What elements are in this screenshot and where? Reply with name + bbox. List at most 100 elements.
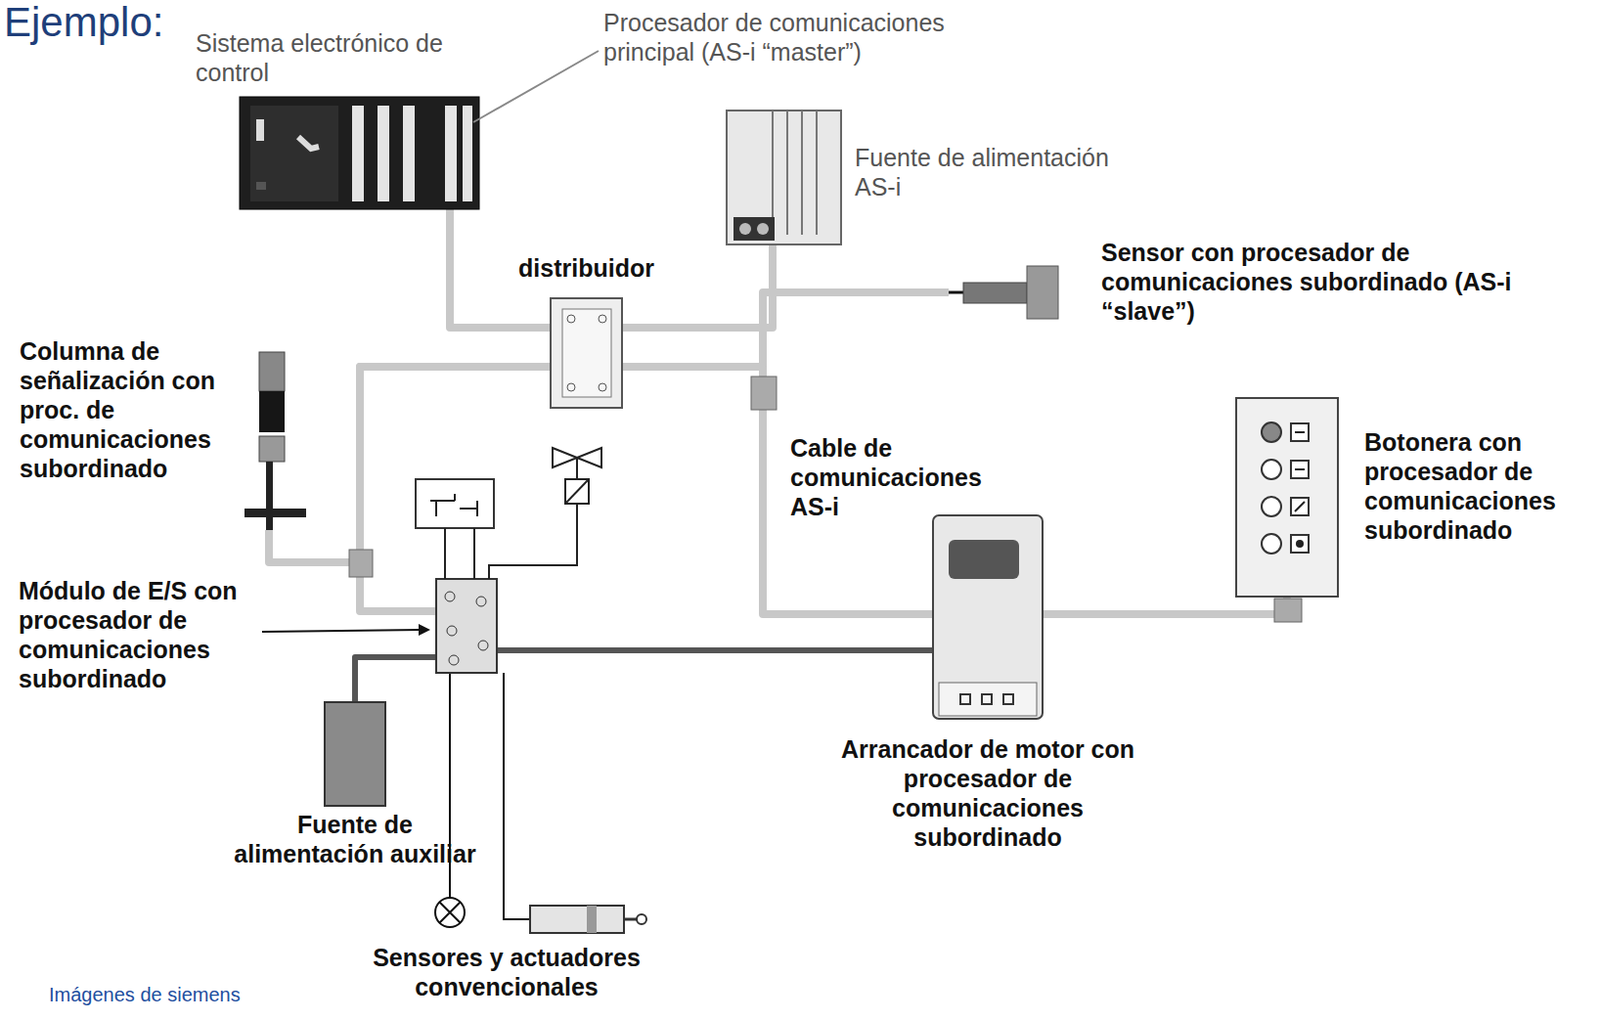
plc-rack-part	[250, 105, 339, 202]
lamp-symbol-part	[439, 901, 461, 924]
switch-symbol-part	[473, 528, 476, 579]
t-connector-part	[349, 549, 373, 578]
device-node: Sensores y actuadores convencionales	[430, 897, 648, 941]
device-label: Arrancador de motor con procesador de co…	[833, 734, 1143, 852]
push-button-panel-part	[1261, 496, 1282, 517]
cylinder-part	[623, 918, 638, 922]
signal-column	[244, 352, 307, 531]
device-node: Fuente de alimentación AS-i	[726, 110, 842, 245]
sensor-part	[1026, 266, 1059, 319]
push-button-panel-part	[1295, 539, 1304, 548]
plc-rack-part	[256, 119, 265, 141]
motor-starter	[933, 515, 1043, 719]
sensor-part	[963, 282, 1027, 304]
plc-rack-part	[352, 105, 364, 202]
distributor-box-part	[598, 383, 607, 392]
push-button-panel-part	[1261, 459, 1282, 480]
signal-column-part	[259, 436, 285, 462]
switch-symbol	[415, 479, 494, 579]
device-label: Botonera con procesador de comunicacione…	[1364, 427, 1592, 545]
io-module-part	[448, 655, 459, 666]
io-module-part	[476, 596, 487, 607]
push-button-panel	[1236, 398, 1338, 597]
power-supply-asi-part	[815, 110, 818, 235]
push-button-panel-part	[1261, 422, 1282, 443]
plc-rack-part	[298, 136, 319, 149]
io-module-part	[446, 625, 457, 636]
distributor-box-part	[562, 309, 612, 398]
cable-connector	[622, 366, 1288, 615]
lamp-symbol-part	[435, 897, 465, 928]
device-node: Módulo de E/S con procesador de comunica…	[436, 578, 497, 673]
signal-column-part	[244, 508, 307, 518]
motor-starter-part	[960, 694, 971, 705]
device-label: Fuente de alimentación auxiliar	[229, 809, 481, 869]
valve-symbol-part	[565, 479, 589, 504]
push-button-panel-part	[1290, 534, 1309, 553]
device-label: Módulo de E/S con procesador de comunica…	[18, 576, 258, 694]
device-label: Sensor con procesador de comunicaciones …	[1101, 237, 1532, 326]
device-label: Procesador de comunicaciones principal (…	[603, 7, 1015, 67]
switch-symbol-part	[415, 479, 494, 529]
device-label: Sistema electrónico de control	[195, 28, 460, 88]
plc-rack-part	[462, 105, 473, 202]
motor-starter-part	[933, 515, 1043, 719]
t-connector-part	[751, 376, 777, 410]
signal-column-part	[259, 391, 285, 433]
distributor-box-part	[550, 298, 623, 408]
distributor-box	[550, 298, 623, 408]
device-node: Fuente de alimentación auxiliar	[324, 702, 386, 806]
cylinder-part	[586, 905, 597, 934]
motor-starter-part	[938, 682, 1037, 716]
cable-connector	[268, 366, 551, 563]
io-module-part	[436, 578, 497, 673]
device-label: Sensores y actuadores convencionales	[350, 942, 664, 1002]
plc-rack-part	[377, 105, 390, 202]
device-node: Botonera con procesador de comunicacione…	[1236, 398, 1338, 597]
plc-rack	[239, 96, 480, 210]
device-label: Fuente de alimentación AS-i	[854, 142, 1149, 202]
io-module	[436, 578, 497, 673]
device-node: Sensor con procesador de comunicaciones …	[948, 263, 1059, 322]
cable-connector	[622, 292, 949, 367]
device-label: Columna de señalización con proc. de com…	[19, 336, 237, 484]
cylinder-part	[530, 905, 624, 934]
valve-symbol-part	[488, 503, 578, 579]
cable-connector	[359, 366, 551, 612]
plc-rack-part	[444, 105, 457, 202]
valve-symbol-part	[565, 479, 589, 504]
device-node: Arrancador de motor con procesador de co…	[933, 515, 1043, 719]
cable-connector	[355, 657, 437, 703]
power-supply-asi	[726, 110, 842, 245]
power-supply-asi-part	[756, 222, 769, 235]
valve-symbol-part	[576, 457, 578, 480]
plc-rack-part	[256, 181, 267, 190]
distributor-box-part	[567, 314, 576, 323]
motor-starter-part	[1003, 694, 1014, 705]
sensor	[948, 266, 1059, 319]
slide-title: Ejemplo:	[3, 0, 164, 45]
power-supply-asi-part	[771, 110, 774, 235]
device-label: distribuidor	[491, 253, 681, 283]
push-button-panel-part	[1294, 432, 1305, 512]
distributor-box-part	[598, 314, 607, 323]
power-supply-asi-part	[786, 110, 789, 235]
plc-rack-part	[239, 96, 480, 210]
credit-note: Imágenes de siemens	[48, 982, 343, 1007]
cable-label: Cable de comunicaciones AS-i	[790, 433, 1018, 522]
leader-line	[473, 50, 599, 123]
leader-arrowhead	[418, 623, 431, 636]
motor-starter-part	[981, 694, 992, 705]
power-supply-asi-part	[739, 222, 752, 235]
power-supply-asi-part	[800, 110, 803, 235]
io-module-part	[444, 591, 455, 602]
cable-connector	[496, 647, 934, 654]
aux-power-supply	[324, 702, 386, 806]
motor-starter-part	[948, 539, 1020, 579]
power-supply-asi-part	[726, 110, 842, 245]
cylinder-part	[636, 914, 647, 925]
io-module-part	[478, 640, 489, 651]
push-button-panel-part	[1236, 398, 1338, 597]
signal-column-part	[259, 352, 285, 392]
signal-column-part	[266, 461, 273, 531]
